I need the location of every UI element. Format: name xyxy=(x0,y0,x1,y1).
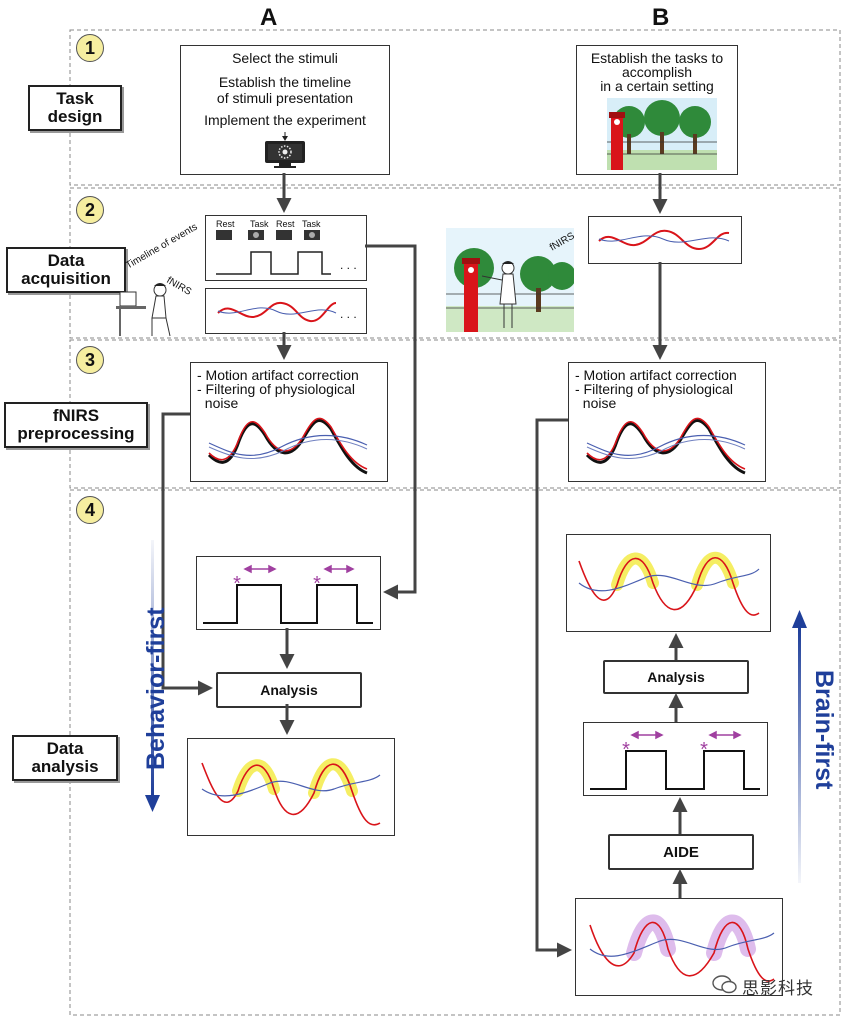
analysis-label-a: Analysis xyxy=(260,682,318,698)
preproc-line: - Filtering of physiological xyxy=(575,381,733,397)
preproc-line: - Filtering of physiological xyxy=(197,381,355,397)
wechat-logo-icon xyxy=(712,975,737,994)
event-markers-plot: * * xyxy=(203,564,373,624)
stage-label-line: preprocessing xyxy=(17,424,135,443)
aide-label: AIDE xyxy=(663,844,699,861)
fnirs-ellipsis: . . . xyxy=(340,307,357,321)
stage-label-task-design: Task design xyxy=(28,85,122,131)
participant-icon xyxy=(116,283,171,337)
analysis-label-b: Analysis xyxy=(647,669,705,685)
stage-label-line: design xyxy=(47,107,103,126)
stage-label-line: fNIRS xyxy=(52,406,100,425)
brain-first-arrow-shaft xyxy=(798,628,801,883)
preprocessing-box-a: - Motion artifact correction - Filtering… xyxy=(190,362,388,482)
brain-first-arrowhead xyxy=(792,610,807,628)
column-b-header: B xyxy=(652,4,670,31)
task-line: of stimuli presentation xyxy=(216,90,354,106)
task-design-box-b: Establish the tasks to accomplish in a c… xyxy=(576,45,738,175)
events-box-a: * * xyxy=(196,556,381,630)
task-line: Establish the timeline xyxy=(218,74,352,90)
stage-label-line: acquisition xyxy=(21,269,111,288)
park-scene-acquisition-icon xyxy=(446,228,574,332)
stage-label-fnirs-preprocessing: fNIRS preprocessing xyxy=(4,402,148,448)
svg-text:*: * xyxy=(313,573,321,595)
events-box-b: * * xyxy=(583,722,768,796)
event-markers-plot-b: * * xyxy=(590,730,760,790)
timeline-label-rest-2: Rest xyxy=(276,219,295,229)
column-a-header: A xyxy=(260,4,278,31)
fnirs-signal-box-b xyxy=(588,216,742,264)
fnirs-signal-plot-b xyxy=(598,229,730,251)
analysis-box-a: Analysis xyxy=(216,672,362,708)
brain-first-label: Brain-first xyxy=(810,670,838,790)
stage-label-data-acquisition: Data acquisition xyxy=(6,247,126,293)
raw-signal-plot-b xyxy=(589,914,775,982)
timeline-ellipsis: . . . xyxy=(340,258,357,272)
park-scene-icon xyxy=(607,98,717,170)
behavior-first-label: Behavior-first xyxy=(142,607,170,770)
fnirs-signal-box-a: . . . xyxy=(205,288,367,334)
preproc-line: noise xyxy=(197,395,239,411)
task-line: in a certain setting xyxy=(600,78,714,94)
monitor-icon xyxy=(265,132,305,168)
stage-label-line: analysis xyxy=(31,757,99,776)
preprocessed-signal-plot xyxy=(207,417,368,475)
raw-signal-box-b xyxy=(575,898,783,996)
fnirs-signal-plot xyxy=(217,301,337,323)
preprocessed-signal-plot-b xyxy=(585,417,746,475)
task-line: Select the stimuli xyxy=(232,50,338,66)
task-line: accomplish xyxy=(621,64,693,80)
stage-label-line: Data xyxy=(46,739,84,758)
step-number-1: 1 xyxy=(76,34,104,62)
result-signal-plot-b xyxy=(578,551,760,616)
preproc-line: - Motion artifact correction xyxy=(197,367,359,383)
stage-label-line: Task xyxy=(56,89,94,108)
svg-text:*: * xyxy=(700,739,708,761)
watermark-text: 思影科技 xyxy=(742,979,814,998)
step-number-4: 4 xyxy=(76,496,104,524)
stage-label-data-analysis: Data analysis xyxy=(12,735,118,781)
result-signal-plot-a xyxy=(201,758,381,826)
result-box-a xyxy=(187,738,395,836)
svg-text:*: * xyxy=(233,573,241,595)
timeline-plot xyxy=(216,230,331,275)
timeline-label-rest-1: Rest xyxy=(216,219,235,229)
behavior-first-arrowhead xyxy=(145,795,160,812)
task-line: Establish the tasks to xyxy=(590,50,724,66)
task-line: Implement the experiment xyxy=(204,112,366,128)
task-design-box-a: Select the stimuli Establish the timelin… xyxy=(180,45,390,175)
preproc-line: noise xyxy=(575,395,617,411)
step-number-3: 3 xyxy=(76,346,104,374)
timeline-label-task-2: Task xyxy=(302,219,321,229)
preproc-line: - Motion artifact correction xyxy=(575,367,737,383)
timeline-box: Rest Task Rest Task . . . xyxy=(205,215,367,281)
preprocessing-box-b: - Motion artifact correction - Filtering… xyxy=(568,362,766,482)
timeline-label-task-1: Task xyxy=(250,219,269,229)
result-box-b xyxy=(566,534,771,632)
aide-box: AIDE xyxy=(608,834,754,870)
step-number-2: 2 xyxy=(76,196,104,224)
behavior-first-arrow-shaft xyxy=(151,540,154,795)
svg-text:*: * xyxy=(622,739,630,761)
stage-label-line: Data xyxy=(47,251,85,270)
